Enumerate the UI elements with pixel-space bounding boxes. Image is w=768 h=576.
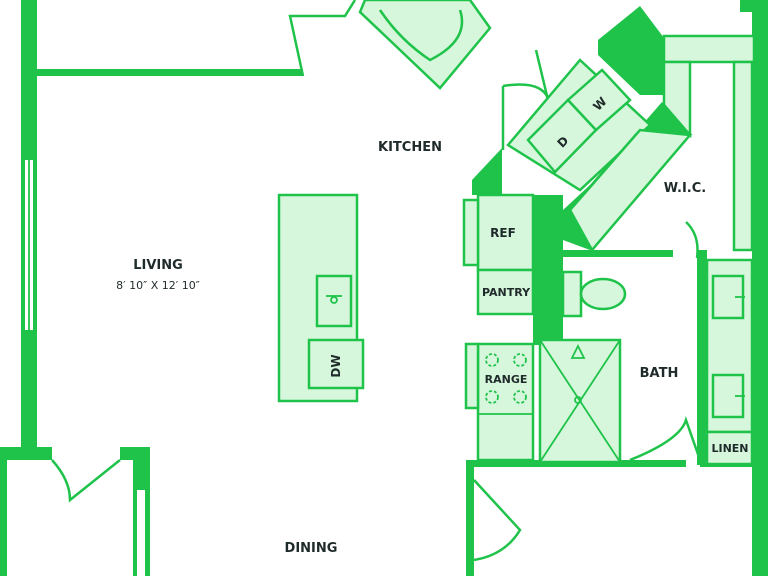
dining-right-wall bbox=[466, 460, 474, 576]
range: RANGE bbox=[464, 342, 535, 462]
bath-door-swing bbox=[629, 415, 702, 462]
shower bbox=[538, 338, 622, 464]
bath-label: BATH bbox=[640, 366, 679, 381]
closet-left-wall bbox=[0, 447, 7, 576]
closet-door-swing bbox=[51, 459, 121, 503]
bath-bottom-wall bbox=[466, 460, 686, 467]
bedroom-door bbox=[288, 0, 357, 77]
wic-shelving bbox=[568, 34, 756, 253]
dishwasher-label: DW bbox=[329, 354, 343, 377]
washer bbox=[566, 68, 632, 132]
kitchen-wall-column bbox=[533, 195, 563, 345]
refrigerator: REF bbox=[462, 193, 535, 272]
closet-top-wall-left bbox=[0, 447, 52, 460]
island-sink bbox=[315, 274, 353, 328]
wic-label: W.I.C. bbox=[664, 181, 706, 196]
laundry-top-wall bbox=[598, 6, 664, 95]
island-dishwasher bbox=[307, 338, 365, 390]
bedroom-door-swing bbox=[473, 479, 522, 562]
bathtub bbox=[358, 0, 492, 90]
dining-label: DINING bbox=[285, 541, 338, 556]
living-label: LIVING bbox=[133, 258, 183, 273]
bath-right-wall bbox=[697, 250, 707, 465]
living-dimensions: 8′ 10″ X 12′ 10″ bbox=[116, 279, 200, 292]
kitchen-island: DW bbox=[277, 193, 365, 403]
wic-door-swing bbox=[685, 221, 699, 259]
pantry-label: PANTRY bbox=[482, 286, 531, 299]
pantry: PANTRY bbox=[476, 268, 535, 316]
kitchen-wall-corner bbox=[472, 148, 502, 195]
wic-bottom-wall bbox=[563, 250, 673, 257]
kitchen-label: KITCHEN bbox=[378, 140, 442, 155]
fixtures: DW REF PANTRY RANGE D bbox=[277, 0, 756, 466]
bedroom-bottom-wall bbox=[37, 69, 303, 76]
linen-closet: LINEN bbox=[705, 430, 754, 466]
room-labels: KITCHEN LIVING 8′ 10″ X 12′ 10″ W.I.C. B… bbox=[116, 140, 706, 556]
bath-vanity bbox=[705, 258, 754, 434]
range-label: RANGE bbox=[485, 373, 528, 386]
right-exterior-wall bbox=[752, 0, 768, 576]
linen-label: LINEN bbox=[711, 442, 748, 455]
ref-label: REF bbox=[490, 226, 516, 240]
toilet bbox=[561, 270, 627, 318]
